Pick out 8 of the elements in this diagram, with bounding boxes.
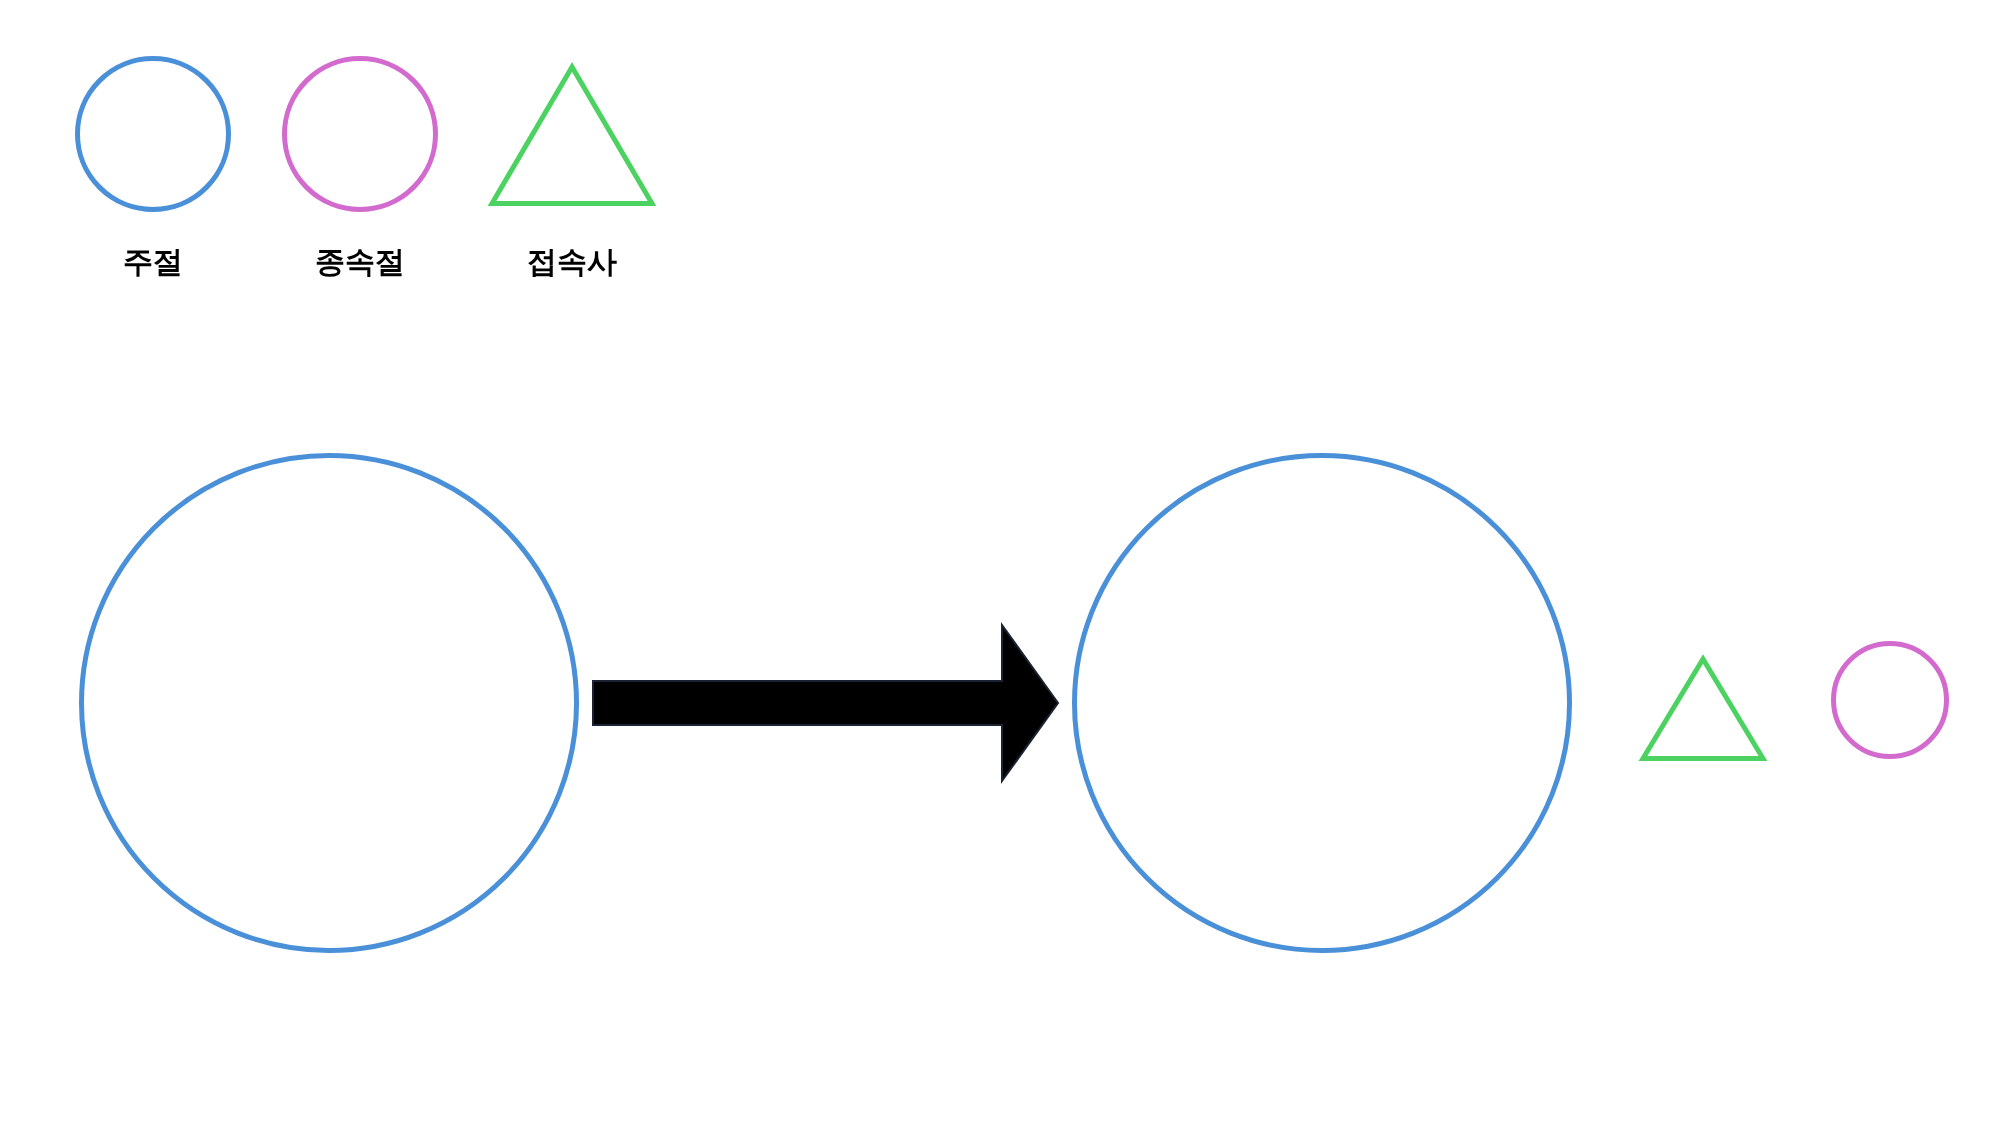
circle-shape xyxy=(1831,641,1949,759)
block-arrow xyxy=(592,621,1060,785)
triangle-shape xyxy=(1638,654,1768,761)
circle-shape xyxy=(1072,453,1572,953)
circle-shape xyxy=(79,453,579,953)
legend-label: 접속사 xyxy=(527,243,617,281)
legend-label: 종속절 xyxy=(315,243,405,281)
legend-label: 주절 xyxy=(123,243,183,281)
